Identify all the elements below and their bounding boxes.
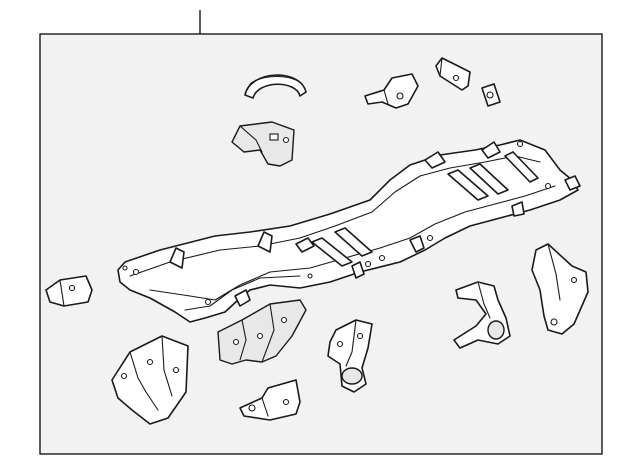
- front-left-mount[interactable]: [111, 335, 189, 425]
- top-bracket-center[interactable]: [364, 73, 419, 109]
- nut-plate[interactable]: [481, 83, 501, 107]
- frame-assembly[interactable]: [117, 139, 581, 323]
- far-right-bracket[interactable]: [531, 243, 589, 335]
- top-bracket-right[interactable]: [435, 57, 471, 91]
- rear-mount-bracket[interactable]: [231, 121, 295, 167]
- crossmember-cap[interactable]: [244, 74, 307, 99]
- left-small-bracket[interactable]: [45, 275, 93, 307]
- center-mount[interactable]: [327, 319, 373, 393]
- right-mount[interactable]: [453, 281, 511, 349]
- flat-bracket[interactable]: [239, 379, 301, 421]
- center-left-mount[interactable]: [217, 299, 307, 365]
